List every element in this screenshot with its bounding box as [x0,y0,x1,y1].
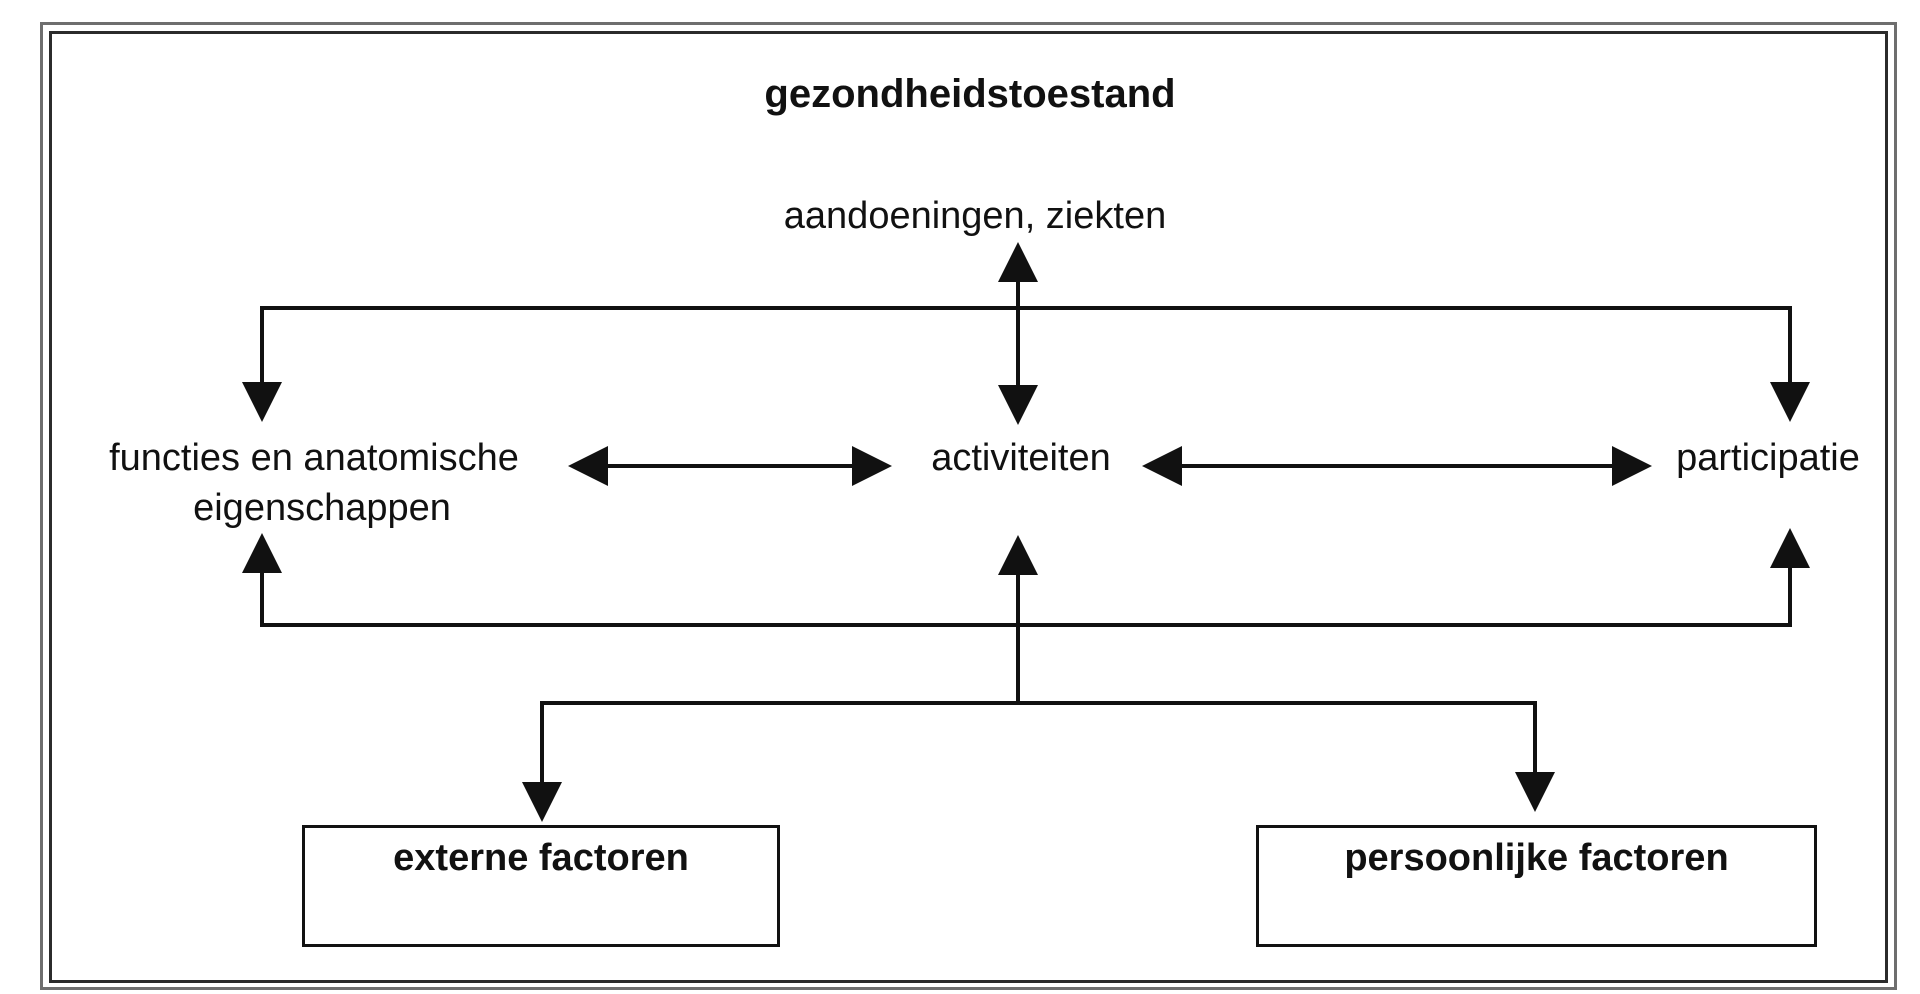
arrowhead-right-activities [852,446,892,486]
node-conditions: aandoeningen, ziekten [783,195,1167,237]
arrowhead-left-functions [568,446,608,486]
arrowhead-down-activities-top [998,385,1038,425]
bottom-bracket-line [260,565,1792,627]
outer-frame [40,22,1897,990]
arrowhead-up-conditions [998,242,1038,282]
arrowhead-up-functions [242,533,282,573]
personal-factors-label: persoonlijke factoren [1344,837,1729,879]
arrowhead-down-functions [242,382,282,422]
arrowhead-right-participation [1612,446,1652,486]
node-functions-line2: eigenschappen [193,487,451,529]
node-participation: participatie [1676,437,1860,479]
arrowhead-down-participation [1770,382,1810,422]
external-factors-box: externe factoren [302,825,780,947]
factors-bracket-line [540,701,1537,785]
arrowhead-left-activities [1142,446,1182,486]
top-bracket-line [260,306,1792,388]
arrowhead-down-external [522,782,562,822]
inner-frame [49,31,1888,983]
personal-factors-box: persoonlijke factoren [1256,825,1817,947]
external-factors-label: externe factoren [393,837,689,879]
arrowhead-up-activities-bottom [998,535,1038,575]
arrowhead-up-participation [1770,528,1810,568]
node-activities: activiteiten [931,437,1111,479]
diagram-title: gezondheidstoestand [764,72,1176,116]
arrowhead-down-personal [1515,772,1555,812]
node-functions-line1: functies en anatomische [109,437,519,479]
